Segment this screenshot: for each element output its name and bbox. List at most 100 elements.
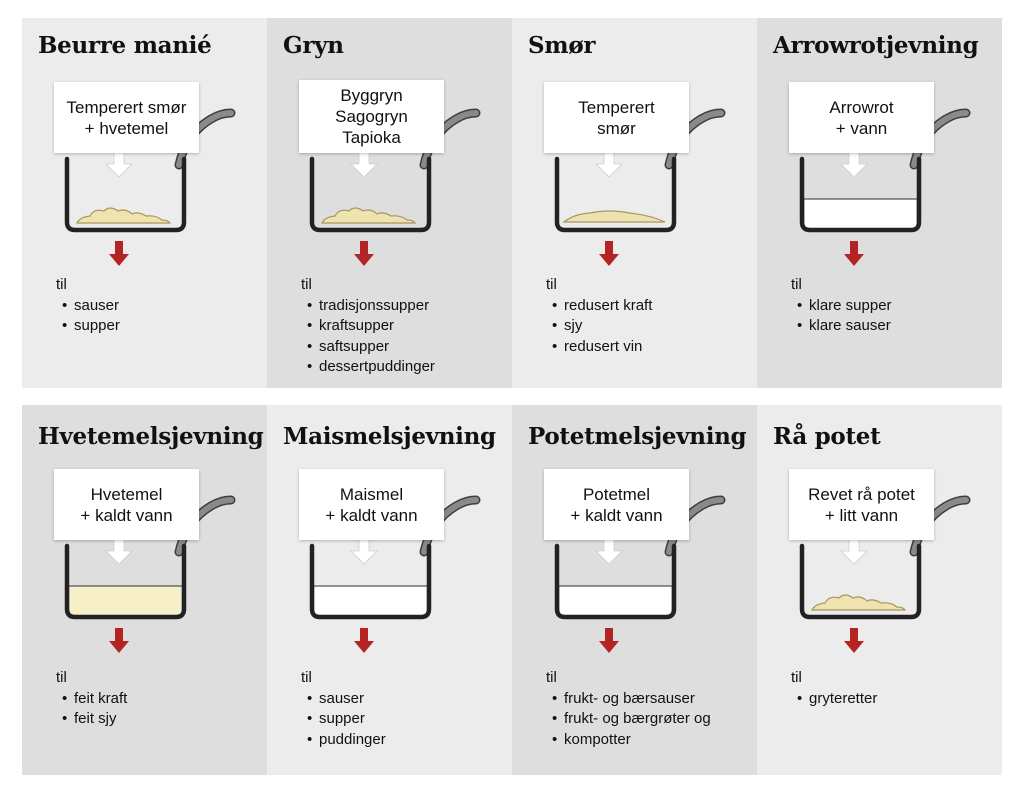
uses-list: tilfrukt- og bærsauserfrukt- og bærgrøte… <box>546 668 711 750</box>
pour-arrow-icon <box>105 538 133 565</box>
pour-arrow-icon <box>595 538 623 565</box>
pour-arrow-icon <box>840 538 868 565</box>
saucepan-icon <box>309 156 432 233</box>
panel-title: Gryn <box>283 32 344 59</box>
use-item: supper <box>56 316 120 337</box>
ingredient-line: + kaldt vann <box>570 505 663 525</box>
ingredient-label-box: Arrowrot+ vann <box>789 82 934 153</box>
uses-list: til gryteretter <box>791 668 877 709</box>
use-item: kompotter <box>546 730 711 751</box>
use-item: tradisjonssupper <box>301 296 435 317</box>
ingredient-label-box: Hvetemel+ kaldt vann <box>54 469 199 540</box>
panel-title: Smør <box>528 32 596 59</box>
ingredient-line: Arrowrot <box>829 97 894 117</box>
uses-items: sausersupper <box>56 296 120 337</box>
ingredient-line: Potetmel <box>582 484 651 504</box>
use-item: feit kraft <box>56 689 127 710</box>
down-arrow-icon <box>844 628 864 653</box>
ingredient-line: Tapioka <box>342 128 401 147</box>
down-arrow-icon <box>844 241 864 266</box>
uses-items: gryteretter <box>791 689 877 710</box>
down-arrow-icon <box>109 241 129 266</box>
use-item: redusert vin <box>546 337 652 358</box>
pour-arrow-icon <box>840 151 868 178</box>
use-item: klare sauser <box>791 316 892 337</box>
uses-label: til <box>301 669 312 686</box>
ingredient-line: Temperert smør <box>66 97 187 117</box>
uses-items: klare supperklare sauser <box>791 296 892 337</box>
use-item: sauser <box>301 689 386 710</box>
ingredient-label-box: Maismel+ kaldt vann <box>299 469 444 540</box>
ingredient-line: Sagogryn <box>335 107 408 126</box>
uses-label: til <box>791 276 802 293</box>
uses-items: feit kraftfeit sjy <box>56 689 127 730</box>
saucepan-icon <box>309 543 432 620</box>
panel-title: Beurre manié <box>38 32 212 59</box>
uses-list: til feit kraftfeit sjy <box>56 668 127 730</box>
uses-items: tradisjonssupperkraftsuppersaftsupperdes… <box>301 296 435 378</box>
down-arrow-icon <box>354 241 374 266</box>
uses-items: sausersupperpuddinger <box>301 689 386 751</box>
down-arrow-icon <box>109 628 129 653</box>
saucepan-icon <box>64 543 187 620</box>
uses-items: frukt- og bærsauserfrukt- og bærgrøter o… <box>546 689 711 751</box>
uses-label: til <box>791 669 802 686</box>
uses-items: redusert kraftsjyredusert vin <box>546 296 652 358</box>
use-item: feit sjy <box>56 709 127 730</box>
uses-label: til <box>546 276 557 293</box>
uses-list: til sausersupperpuddinger <box>301 668 386 750</box>
pour-arrow-icon <box>350 151 378 178</box>
ingredient-line: + kaldt vann <box>80 505 173 525</box>
ingredient-line: Temperert <box>578 97 655 117</box>
ingredient-label-box: Revet rå potet+ litt vann <box>789 469 934 540</box>
ingredient-line: Hvetemel <box>90 484 163 504</box>
uses-list: til redusert kraftsjyredusert vin <box>546 275 652 357</box>
use-item: redusert kraft <box>546 296 652 317</box>
down-arrow-icon <box>599 628 619 653</box>
use-item: frukt- og bærgrøter og <box>546 709 711 730</box>
butter-icon <box>562 210 666 223</box>
uses-list: tilsausersupper <box>56 275 120 337</box>
uses-label: til <box>56 669 67 686</box>
use-item: saftsupper <box>301 337 435 358</box>
saucepan-icon <box>64 156 187 233</box>
liquid-icon <box>805 199 916 229</box>
ingredient-line: smør <box>597 118 636 138</box>
ingredient-line: + litt vann <box>824 505 899 525</box>
uses-list: tiltradisjonssupperkraftsuppersaftsupper… <box>301 275 435 378</box>
ingredient-label-box: Temperert smør+ hvetemel <box>54 82 199 153</box>
use-item: dessertpuddinger <box>301 357 435 378</box>
use-item: kraftsupper <box>301 316 435 337</box>
thickener-lumps-icon <box>321 207 417 224</box>
saucepan-icon <box>554 156 677 233</box>
use-item: frukt- og bærsauser <box>546 689 711 710</box>
panel-title: Potetmelsjevning <box>528 423 747 450</box>
saucepan-icon <box>799 156 922 233</box>
use-item: gryteretter <box>791 689 877 710</box>
pour-arrow-icon <box>105 151 133 178</box>
saucepan-icon <box>799 543 922 620</box>
ingredient-line: Maismel <box>339 484 404 504</box>
panel-title: Hvetemelsjevning <box>38 423 264 450</box>
pour-arrow-icon <box>350 538 378 565</box>
panel-title: Rå potet <box>773 423 881 450</box>
use-item: sauser <box>56 296 120 317</box>
liquid-icon <box>70 586 181 616</box>
use-item: supper <box>301 709 386 730</box>
saucepan-illustration <box>309 495 481 653</box>
saucepan-icon <box>554 543 677 620</box>
ingredient-line: + vann <box>835 118 888 138</box>
use-item: klare supper <box>791 296 892 317</box>
panel-title: Maismelsjevning <box>283 423 496 450</box>
uses-list: til klare supperklare sauser <box>791 275 892 337</box>
down-arrow-icon <box>354 628 374 653</box>
use-item: puddinger <box>301 730 386 751</box>
ingredient-line: Byggryn <box>340 86 403 105</box>
